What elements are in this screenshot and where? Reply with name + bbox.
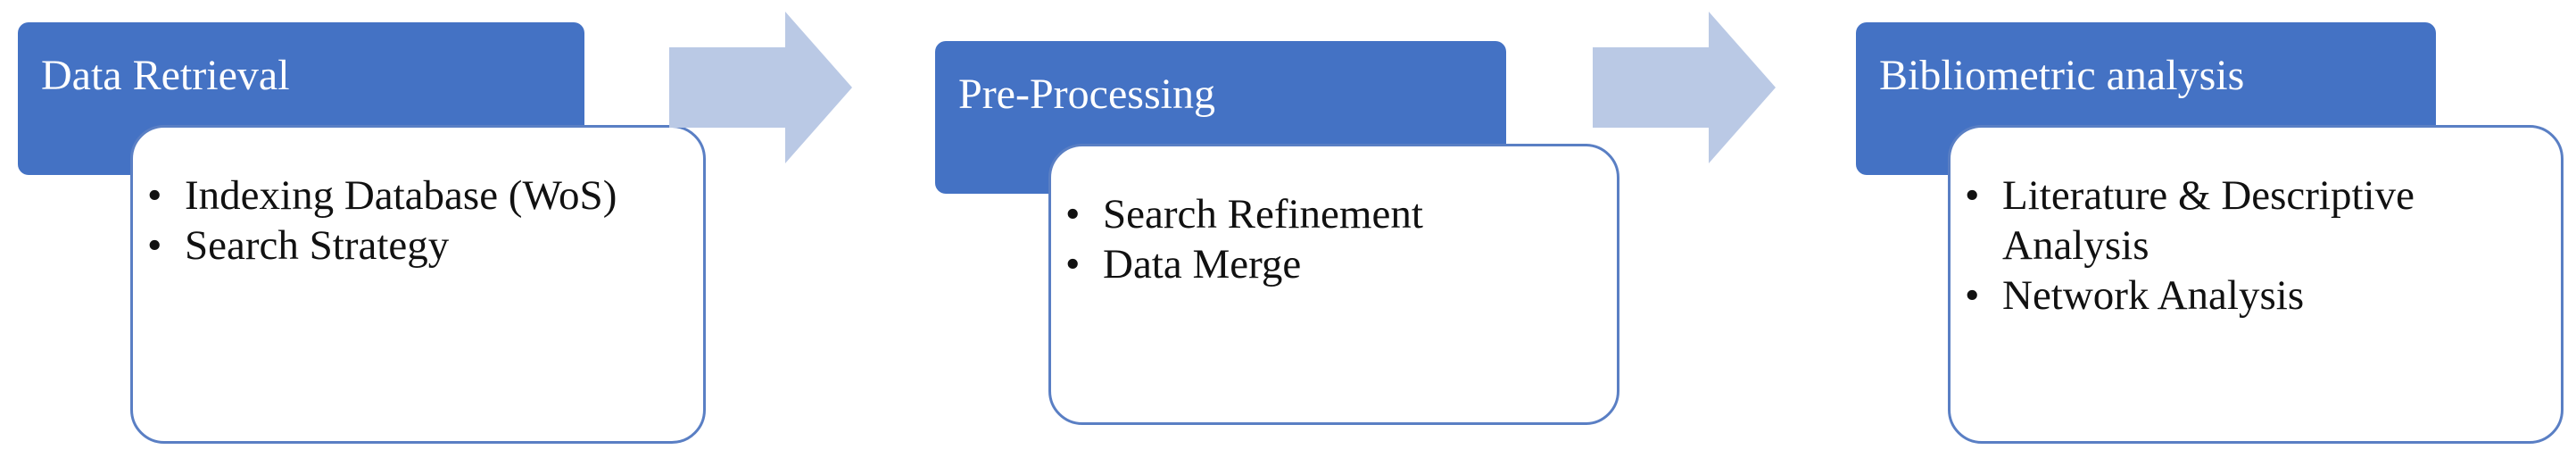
- list-item: • Search Strategy: [133, 221, 703, 271]
- list-item: • Indexing Database (WoS): [133, 171, 703, 221]
- stage-item-list: • Literature & Descriptive Analysis • Ne…: [1951, 171, 2561, 321]
- item-text: Search Strategy: [185, 222, 450, 269]
- bullet-icon: •: [147, 172, 162, 219]
- item-text: Indexing Database (WoS): [185, 172, 617, 219]
- bullet-icon: •: [1965, 272, 1980, 319]
- list-item: • Search Refinement: [1051, 189, 1617, 239]
- stage-title: Pre-Processing: [958, 71, 1215, 118]
- list-item: • Network Analysis: [1951, 271, 2561, 321]
- stage-item-list: • Indexing Database (WoS) • Search Strat…: [133, 171, 703, 271]
- stage-title: Bibliometric analysis: [1879, 52, 2245, 99]
- flow-arrow-icon: [669, 12, 852, 163]
- bullet-icon: •: [1065, 191, 1081, 237]
- stage-card: • Literature & Descriptive Analysis • Ne…: [1948, 125, 2564, 444]
- item-text: Data Merge: [1103, 241, 1302, 287]
- stage-title: Data Retrieval: [41, 52, 290, 99]
- bullet-icon: •: [147, 222, 162, 269]
- item-text: Literature & Descriptive Analysis: [2002, 172, 2414, 269]
- list-item: • Data Merge: [1051, 239, 1617, 289]
- stage-card: • Search Refinement • Data Merge: [1048, 144, 1619, 425]
- bullet-icon: •: [1965, 172, 1980, 219]
- flow-arrow-icon: [1593, 12, 1776, 163]
- item-text: Network Analysis: [2002, 272, 2305, 319]
- stage-card: • Indexing Database (WoS) • Search Strat…: [130, 125, 706, 444]
- stage-item-list: • Search Refinement • Data Merge: [1051, 189, 1617, 289]
- list-item: • Literature & Descriptive Analysis: [1951, 171, 2561, 271]
- item-text: Search Refinement: [1103, 191, 1423, 237]
- bullet-icon: •: [1065, 241, 1081, 287]
